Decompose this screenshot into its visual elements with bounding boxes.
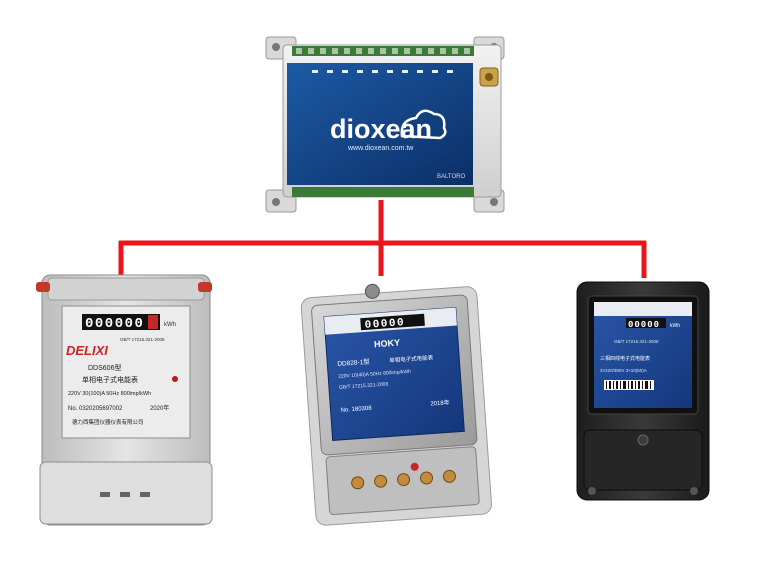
meter-2-standard: GB/T 17215.321-2008	[339, 381, 389, 390]
meter-3-unit: kWh	[670, 323, 680, 329]
status-led-icon	[417, 70, 423, 73]
meter-1-maker: 德力西集团仪器仪表有限公司	[72, 418, 144, 426]
status-led-icon	[387, 70, 393, 73]
meter-2-terminals	[351, 469, 456, 490]
meter-three-phase: 00000 kWh GB/T 17215.321-2008 三相四线电子式电能表…	[576, 281, 710, 501]
meter-1-register	[82, 314, 160, 330]
status-led-icon	[312, 70, 318, 73]
meter-3-type: 三相四线电子式电能表	[600, 355, 650, 362]
meter-2-register	[360, 313, 425, 331]
brand-website: www.dioxean.com.tw	[347, 145, 414, 152]
meter-2-hanger	[364, 283, 380, 299]
meter-3-faceplate	[594, 302, 692, 408]
screw-icon	[272, 43, 280, 51]
meter-2-model: DD828-1型	[337, 357, 371, 368]
led-row	[312, 70, 453, 73]
meter-2-year: 2018年	[430, 398, 450, 407]
status-led-icon	[372, 70, 378, 73]
meter-1-register-digits: 000000	[85, 316, 144, 332]
brand-logo: dioxean www.dioxean.com.tw	[330, 109, 447, 152]
meter-1-type: 单相电子式电能表	[82, 375, 138, 384]
meter-2-terminal-red	[410, 462, 419, 471]
meter-3-header	[594, 302, 692, 316]
meter-1-standard: GB/T 17215.321-2008	[120, 337, 165, 342]
wiring	[118, 200, 647, 278]
meter-1-register-decimal	[148, 315, 158, 329]
barcode-lines	[606, 381, 651, 389]
meter-2-rating: 220V 10(40)A 50Hz 800imp/kWh	[338, 369, 411, 380]
screw-icon	[490, 198, 498, 206]
status-led-icon	[357, 70, 363, 73]
meter-1-brand: DELIXI	[66, 343, 108, 358]
meter-3-seal	[637, 434, 649, 446]
meter-1-top-cap	[47, 277, 205, 301]
terminal-screws-top	[296, 48, 470, 54]
cloud-icon	[400, 109, 447, 140]
meter-1-year: 2020年	[150, 404, 169, 412]
meter-1-model: DDS606型	[88, 363, 121, 372]
model-label: BALTORO	[437, 174, 465, 180]
meter-2-brand: HOKY	[374, 338, 401, 350]
gateway-device: dioxean www.dioxean.com.tw BALTORO	[265, 36, 505, 213]
meter-3-rating: 3×220/380V 3×10(60)A	[600, 368, 647, 373]
seal-icon	[198, 282, 212, 292]
meter-1-slot	[120, 492, 130, 497]
status-led-icon	[447, 70, 453, 73]
screw-icon	[588, 487, 596, 495]
meter-1-slot	[140, 492, 150, 497]
meter-1-unit: kWh	[164, 322, 176, 328]
antenna-core	[485, 73, 493, 81]
status-led-icon	[432, 70, 438, 73]
status-led-icon	[402, 70, 408, 73]
gateway-panel	[287, 63, 473, 185]
meter-3-register-digits: 00000	[628, 320, 660, 330]
meter-hoky: 00000 HOKY DD828-1型 单相电子式电能表 220V 10(40)…	[300, 283, 492, 526]
meter-3-register	[626, 318, 666, 328]
terminal-strip-bottom	[292, 187, 474, 197]
pulse-led-icon	[172, 376, 178, 382]
screw-icon	[272, 198, 280, 206]
meter-1-rating: 220V 30(100)A 50Hz 800imp/kWh	[68, 391, 151, 397]
meter-3-terminal-cover	[583, 429, 703, 491]
status-led-icon	[342, 70, 348, 73]
status-led-icon	[327, 70, 333, 73]
brand-name: dioxean	[330, 114, 432, 144]
screw-icon	[690, 487, 698, 495]
meter-1-slot	[100, 492, 110, 497]
meter-2-type: 单相电子式电能表	[389, 353, 434, 364]
meter-delixi: 000000 kWh GB/T 17215.321-2008 DELIXI DD…	[36, 274, 213, 526]
meter-2-serial: No. 180308	[340, 406, 372, 414]
meter-1-serial: No. 0320205697002	[68, 406, 123, 412]
seal-icon	[36, 282, 50, 292]
meter-3-standard: GB/T 17215.321-2008	[614, 339, 659, 344]
meter-2-register-digits: 00000	[364, 317, 405, 332]
